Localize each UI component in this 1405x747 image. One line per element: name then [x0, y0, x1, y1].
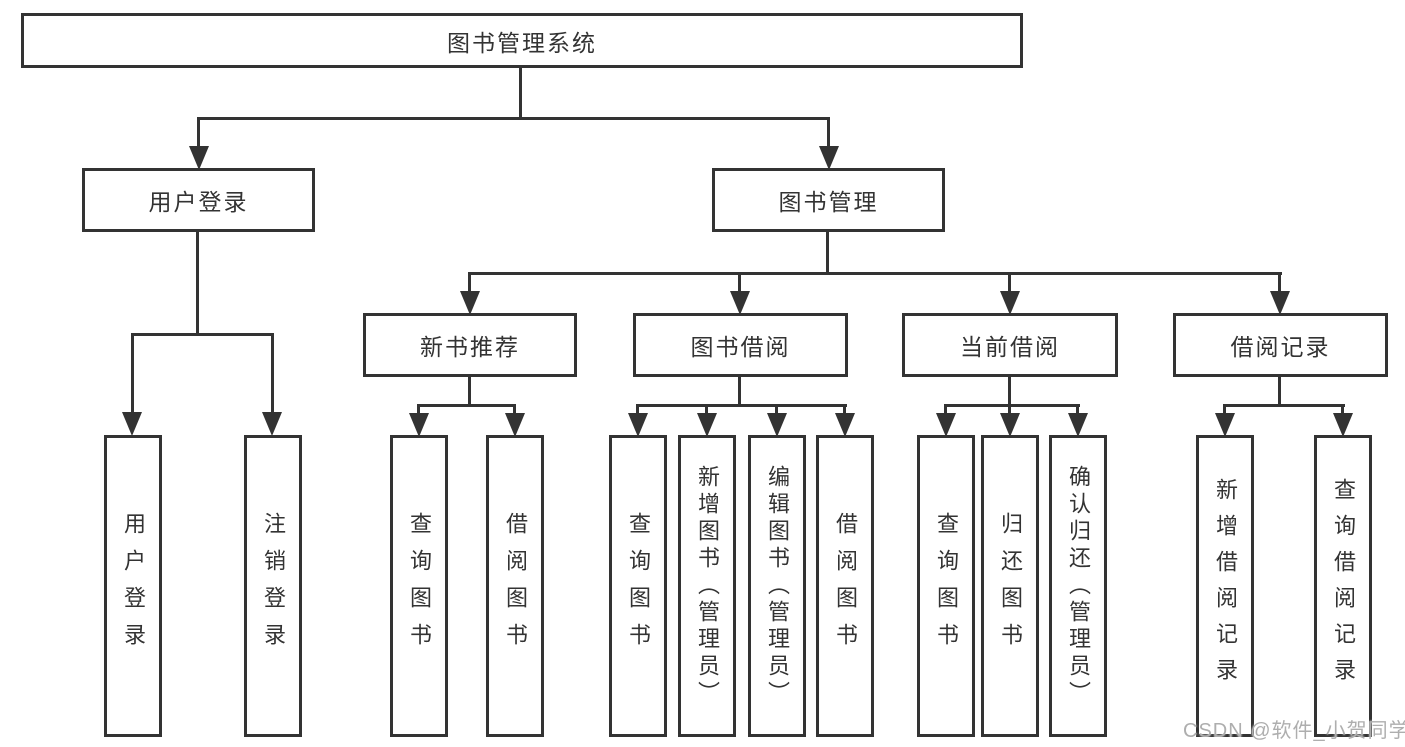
- arrowhead-down-icon: [1215, 413, 1235, 437]
- leaf-newbook-borrow-books-label: 借阅图书: [503, 512, 528, 660]
- node-book-borrowing: 图书借阅: [633, 313, 848, 377]
- leaf-confirm-return-admin: 确认归还（管理员）: [1049, 435, 1107, 737]
- arrowhead-down-icon: [1333, 413, 1353, 437]
- connector-line: [775, 407, 778, 415]
- leaf-current-query-books: 查询图书: [917, 435, 975, 737]
- node-new-book-recommend: 新书推荐: [363, 313, 577, 377]
- connector-line: [131, 333, 274, 336]
- arrowhead-down-icon: [409, 413, 429, 437]
- connector-line: [417, 404, 516, 407]
- arrowhead-down-icon: [628, 413, 648, 437]
- leaf-borrowing-query-books-label: 查询图书: [626, 512, 651, 660]
- node-borrow-records-label: 借阅记录: [1230, 334, 1331, 360]
- leaf-current-query-books-label: 查询图书: [934, 512, 959, 660]
- connector-line: [197, 120, 200, 150]
- connector-line: [738, 377, 741, 407]
- leaf-return-books: 归还图书: [981, 435, 1039, 737]
- leaf-borrowing-query-books: 查询图书: [609, 435, 667, 737]
- leaf-add-borrow-record-label: 新增借阅记录: [1213, 478, 1238, 694]
- connector-line: [738, 275, 741, 293]
- arrowhead-down-icon: [505, 413, 525, 437]
- node-new-book-recommend-label: 新书推荐: [420, 334, 520, 360]
- arrowhead-down-icon: [460, 291, 480, 315]
- connector-line: [1008, 377, 1011, 407]
- leaf-add-books-admin: 新增图书（管理员）: [678, 435, 736, 737]
- connector-line: [513, 407, 516, 415]
- connector-line: [636, 407, 639, 415]
- node-user-login-label: 用户登录: [148, 189, 249, 215]
- node-borrow-records: 借阅记录: [1173, 313, 1388, 377]
- connector-line: [468, 377, 471, 407]
- leaf-newbook-query-books: 查询图书: [390, 435, 448, 737]
- connector-line: [1223, 404, 1345, 407]
- leaf-confirm-return-admin-label: 确认归还（管理员）: [1066, 464, 1091, 708]
- connector-line: [1223, 407, 1226, 415]
- leaf-borrowing-borrow-books: 借阅图书: [816, 435, 874, 737]
- connector-line: [417, 407, 420, 415]
- connector-line: [519, 67, 522, 120]
- arrowhead-down-icon: [1000, 291, 1020, 315]
- arrowhead-down-icon: [1000, 413, 1020, 437]
- leaf-logout-label: 注销登录: [261, 512, 286, 660]
- leaf-user-login: 用户登录: [104, 435, 162, 737]
- connector-line: [271, 336, 274, 414]
- node-root: 图书管理系统: [21, 13, 1023, 68]
- arrowhead-down-icon: [1068, 413, 1088, 437]
- leaf-borrowing-borrow-books-label: 借阅图书: [833, 512, 858, 660]
- arrowhead-down-icon: [189, 146, 209, 170]
- arrowhead-down-icon: [835, 413, 855, 437]
- node-user-login: 用户登录: [82, 168, 315, 232]
- connector-line: [1278, 275, 1281, 293]
- leaf-newbook-borrow-books: 借阅图书: [486, 435, 544, 737]
- connector-line: [944, 404, 1080, 407]
- leaf-query-borrow-record-label: 查询借阅记录: [1331, 478, 1356, 694]
- connector-line: [636, 404, 847, 407]
- connector-line: [843, 407, 846, 415]
- connector-line: [131, 336, 134, 414]
- csdn-watermark: CSDN @软件_小贺同学: [1183, 720, 1405, 742]
- leaf-edit-books-admin: 编辑图书（管理员）: [748, 435, 806, 737]
- arrowhead-down-icon: [936, 413, 956, 437]
- node-current-borrowing-label: 当前借阅: [960, 334, 1060, 360]
- node-book-borrowing-label: 图书借阅: [690, 334, 791, 360]
- connector-line: [468, 275, 471, 293]
- leaf-add-borrow-record: 新增借阅记录: [1196, 435, 1254, 737]
- connector-line: [705, 407, 708, 415]
- leaf-edit-books-admin-label: 编辑图书（管理员）: [765, 464, 790, 708]
- connector-line: [827, 120, 830, 150]
- leaf-newbook-query-books-label: 查询图书: [407, 512, 432, 660]
- leaf-add-books-admin-label: 新增图书（管理员）: [695, 464, 720, 708]
- arrowhead-down-icon: [1270, 291, 1290, 315]
- node-book-management-label: 图书管理: [778, 189, 879, 215]
- node-root-label: 图书管理系统: [447, 29, 597, 56]
- leaf-query-borrow-record: 查询借阅记录: [1314, 435, 1372, 737]
- connector-line: [196, 232, 199, 336]
- connector-line: [1341, 407, 1344, 415]
- connector-line: [197, 117, 830, 120]
- connector-line: [1076, 407, 1079, 415]
- arrowhead-down-icon: [819, 146, 839, 170]
- connector-line: [1008, 407, 1011, 415]
- arrowhead-down-icon: [730, 291, 750, 315]
- leaf-return-books-label: 归还图书: [998, 512, 1023, 660]
- arrowhead-down-icon: [122, 412, 142, 436]
- connector-line: [944, 407, 947, 415]
- arrowhead-down-icon: [697, 413, 717, 437]
- node-book-management: 图书管理: [712, 168, 945, 232]
- connector-line: [1278, 377, 1281, 407]
- leaf-logout: 注销登录: [244, 435, 302, 737]
- connector-line: [1008, 275, 1011, 293]
- connector-line: [826, 232, 829, 275]
- leaf-user-login-label: 用户登录: [121, 512, 146, 660]
- node-current-borrowing: 当前借阅: [902, 313, 1118, 377]
- arrowhead-down-icon: [262, 412, 282, 436]
- arrowhead-down-icon: [767, 413, 787, 437]
- connector-line: [468, 272, 1282, 275]
